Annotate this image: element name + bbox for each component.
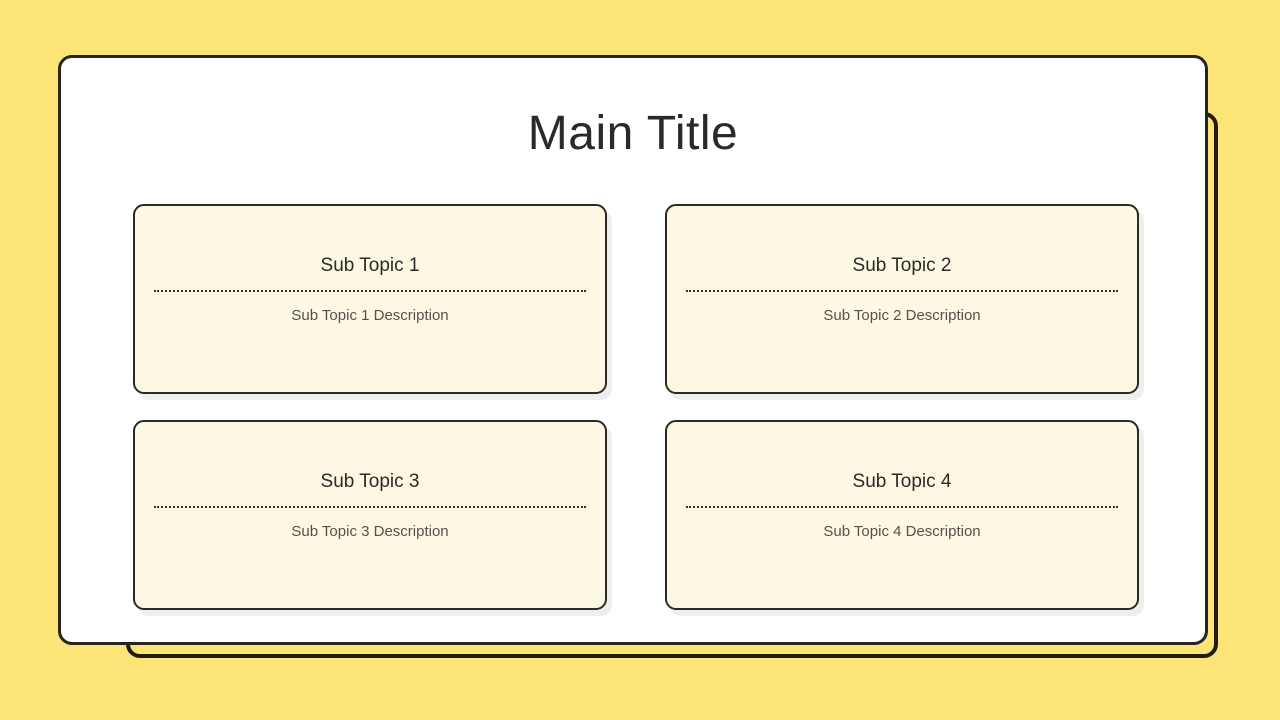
- topic-card-4-description: Sub Topic 4 Description: [823, 523, 981, 540]
- topic-card-3-divider: [154, 506, 586, 508]
- topic-card-1[interactable]: Sub Topic 1 Sub Topic 1 Description: [133, 204, 607, 394]
- slide-panel: Main Title Sub Topic 1 Sub Topic 1 Descr…: [58, 55, 1208, 645]
- topic-card-2-description: Sub Topic 2 Description: [823, 307, 981, 324]
- topic-card-3-description: Sub Topic 3 Description: [291, 523, 449, 540]
- topic-card-4-divider: [686, 506, 1118, 508]
- topic-card-grid: Sub Topic 1 Sub Topic 1 Description Sub …: [133, 204, 1139, 610]
- page-title: Main Title: [527, 107, 739, 160]
- topic-card-4-title: Sub Topic 4: [852, 471, 952, 492]
- topic-card-1-title: Sub Topic 1: [320, 255, 420, 276]
- topic-card-2-divider: [686, 290, 1118, 292]
- topic-card-1-divider: [154, 290, 586, 292]
- topic-card-3[interactable]: Sub Topic 3 Sub Topic 3 Description: [133, 420, 607, 610]
- topic-card-2[interactable]: Sub Topic 2 Sub Topic 2 Description: [665, 204, 1139, 394]
- topic-card-4[interactable]: Sub Topic 4 Sub Topic 4 Description: [665, 420, 1139, 610]
- topic-card-1-description: Sub Topic 1 Description: [291, 307, 449, 324]
- topic-card-2-title: Sub Topic 2: [852, 255, 952, 276]
- topic-card-3-title: Sub Topic 3: [320, 471, 420, 492]
